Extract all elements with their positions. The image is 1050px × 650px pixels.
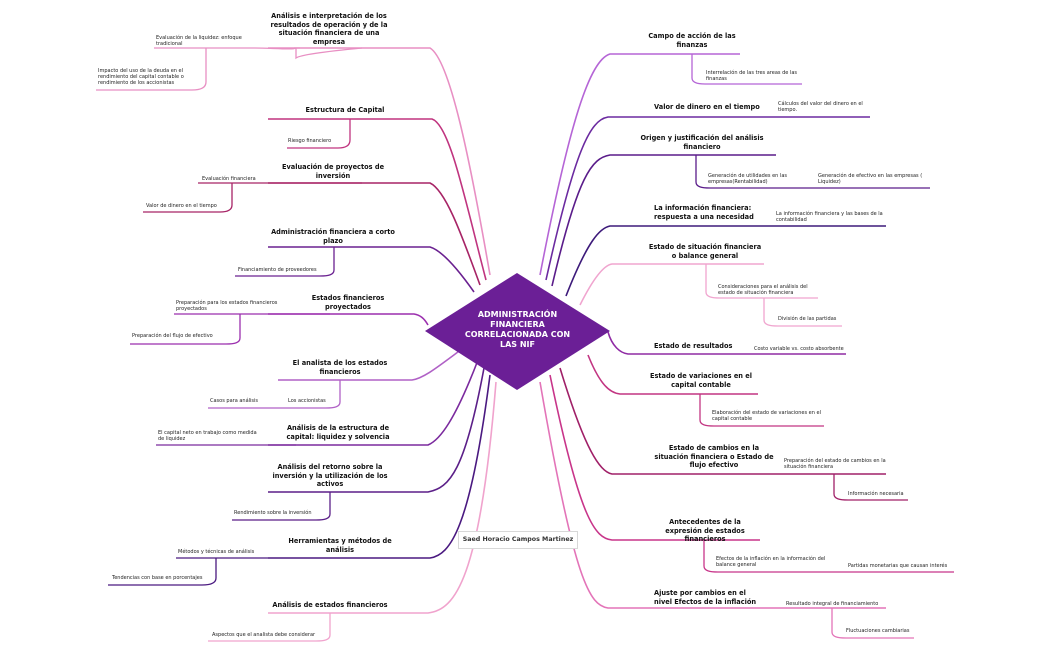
connector-right-3: [551, 154, 776, 287]
connector-left-10: [268, 381, 497, 614]
branch-right-9-child-2[interactable]: Partidas monetarias que causan interés: [848, 563, 948, 569]
branch-right-7-title[interactable]: Estado de variaciones en el capital cont…: [649, 372, 753, 389]
branch-right-5-title[interactable]: Estado de situación financiera o balance…: [648, 243, 762, 260]
branch-right-5-child-1[interactable]: Consideraciones para el análisis del est…: [718, 284, 808, 297]
branch-left-8-title[interactable]: Análisis del retorno sobre la inversión …: [272, 463, 388, 488]
connector-left-3: [268, 182, 481, 286]
branch-right-10-title[interactable]: Ajuste por cambios en el nivel Efectos d…: [654, 589, 757, 606]
branch-right-2-title[interactable]: Valor de dinero en el tiempo: [654, 103, 760, 111]
connector-right-10: [539, 381, 886, 609]
branch-left-2-title[interactable]: Estructura de Capital: [305, 106, 385, 114]
branch-left-3-title[interactable]: Evaluación de proyectos de inversión: [281, 163, 385, 180]
branch-right-5-child-2[interactable]: División de las partidas: [778, 316, 837, 322]
connector-right-9: [549, 374, 760, 541]
branch-left-10-child-1[interactable]: Aspectos que el analista debe considerar: [212, 632, 316, 638]
connector-left-7: [268, 359, 479, 446]
branch-left-5-child-1[interactable]: Preparación para los estados financieros…: [176, 300, 278, 313]
branch-left-5-child-2[interactable]: Preparación del flujo de efectivo: [132, 333, 213, 339]
branch-left-3-child-2[interactable]: Valor de dinero en el tiempo: [146, 203, 217, 209]
branch-right-8-child-2[interactable]: Información necesaria: [848, 491, 904, 497]
connector-left-1: [268, 47, 491, 276]
branch-left-6-title[interactable]: El analista de los estados financieros: [292, 359, 388, 376]
connector-left-2: [268, 118, 487, 281]
branch-right-10-child-1[interactable]: Resultado integral de financiamiento: [786, 601, 879, 607]
branch-right-10-child-2[interactable]: Fluctuaciones cambiarias: [846, 628, 910, 634]
branch-right-2-child-1[interactable]: Cálculos del valor del dinero en el tiem…: [778, 101, 863, 114]
branch-left-9-child-1[interactable]: Métodos y técnicas de análisis: [178, 549, 255, 555]
branch-right-3-child-1[interactable]: Generación de utilidades en las empresas…: [708, 173, 787, 186]
branch-left-4-child-1[interactable]: Financiamiento de proveedores: [238, 267, 317, 273]
connector-left-8: [268, 367, 485, 493]
author-label[interactable]: Saed Horacio Campos Martinez: [458, 531, 578, 549]
branch-right-8-child-1[interactable]: Preparación del estado de cambios en la …: [784, 458, 886, 471]
branch-right-1-child-1[interactable]: Interrelación de las tres areas de las f…: [706, 70, 797, 83]
connector-left-9: [268, 374, 491, 559]
branch-right-3-title[interactable]: Origen y justificación del análisis fina…: [640, 134, 764, 151]
branch-left-3-child-1[interactable]: Evaluación financiera: [202, 176, 256, 182]
branch-right-8-title[interactable]: Estado de cambios en la situación financ…: [654, 444, 774, 469]
branch-left-1-title[interactable]: Análisis e interpretación de los resulta…: [270, 12, 388, 46]
connector-right-1: [539, 53, 740, 276]
connector-right-4: [565, 225, 886, 297]
branch-left-8-child-1[interactable]: Rendimiento sobre la inversión: [234, 510, 312, 516]
branch-left-5-title[interactable]: Estados financieros proyectados: [311, 294, 385, 311]
branch-left-2-child-1[interactable]: Riesgo financiero: [288, 138, 332, 144]
branch-right-3-child-2[interactable]: Generación de efectivo en las empresas (…: [818, 173, 923, 186]
center-node: [425, 273, 610, 390]
branch-right-4-title[interactable]: La información financiera: respuesta a u…: [654, 204, 754, 221]
connector-right-8: [559, 367, 886, 475]
center-title[interactable]: ADMINISTRACIÓN FINANCIERA CORRELACIONADA…: [464, 310, 571, 349]
branch-left-7-child-1[interactable]: El capital neto en trabajo como medida d…: [158, 430, 257, 443]
branch-left-6-child-2[interactable]: Los accionistas: [288, 398, 326, 404]
connector-left-5: [268, 313, 429, 326]
connector-right-7: [587, 354, 758, 395]
branch-left-1-child-2[interactable]: Impacto del uso de la deuda en el rendim…: [98, 68, 184, 87]
branch-left-9-child-2[interactable]: Tendencias con base en porcentajes: [112, 575, 203, 581]
branch-left-10-title[interactable]: Análisis de estados financieros: [272, 601, 388, 609]
branch-right-6-child-1[interactable]: Costo variable vs. costo absorbente: [754, 346, 844, 352]
branch-right-9-title[interactable]: Antecedentes de la expresión de estados …: [665, 518, 745, 543]
connector-right-5: [579, 263, 764, 306]
branch-left-1-child-1[interactable]: Evaluación de la liquidez: enfoque tradi…: [156, 35, 242, 48]
connector-right-6: [607, 331, 846, 355]
branch-right-9-child-1[interactable]: Efectos de la inflación en la informació…: [716, 556, 826, 569]
connector-left-4: [268, 246, 475, 293]
branch-left-6-child-1[interactable]: Casos para análisis: [210, 398, 259, 404]
branch-right-1-title[interactable]: Campo de acción de las finanzas: [648, 32, 736, 49]
branch-left-7-title[interactable]: Análisis de la estructura de capital: li…: [286, 424, 390, 441]
branch-left-4-title[interactable]: Administración financiera a corto plazo: [271, 228, 395, 245]
branch-right-6-title[interactable]: Estado de resultados: [654, 342, 733, 350]
connector-right-2: [545, 116, 870, 281]
branch-right-4-child-1[interactable]: La información financiera y las bases de…: [776, 211, 883, 224]
branch-right-7-child-1[interactable]: Elaboración del estado de variaciones en…: [712, 410, 821, 423]
branch-left-9-title[interactable]: Herramientas y métodos de análisis: [288, 537, 392, 554]
